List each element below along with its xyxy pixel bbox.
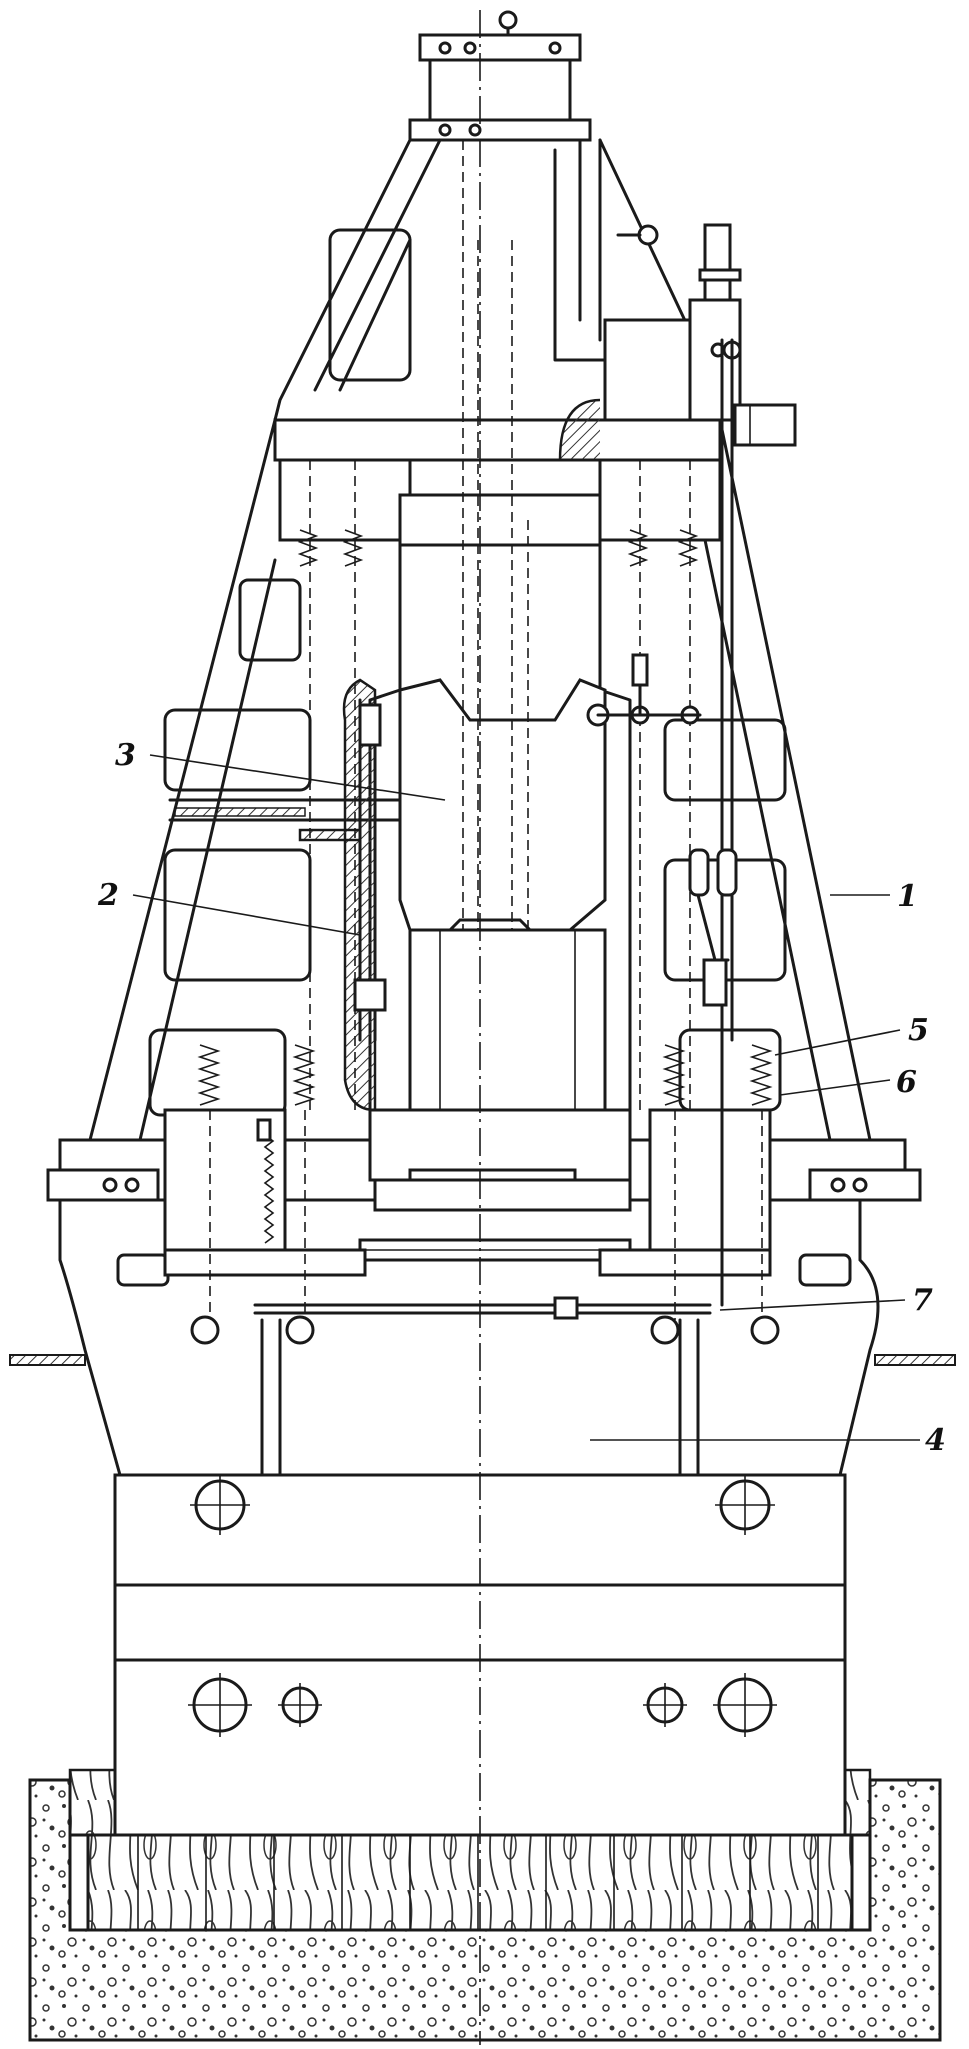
callout-3: 3 — [115, 738, 136, 773]
callout-7: 7 — [912, 1283, 933, 1318]
callout-1: 1 — [897, 879, 918, 914]
ram-assembly — [298, 140, 632, 1262]
callout-6: 6 — [896, 1065, 917, 1100]
cylinder-head — [273, 10, 797, 542]
callout-5: 5 — [908, 1013, 929, 1048]
control-linkage — [253, 338, 738, 1320]
lifting-hole — [715, 1475, 775, 1535]
leader-lines — [132, 754, 920, 1441]
lifting-hole — [190, 1475, 250, 1535]
callout-labels: 1 2 3 4 5 6 7 — [97, 738, 946, 1458]
spring-columns — [163, 460, 780, 1345]
timber-bed — [68, 1768, 872, 1932]
callout-2: 2 — [97, 878, 119, 913]
callout-4: 4 — [925, 1423, 946, 1458]
lifting-hole — [643, 1673, 777, 1737]
lifting-hole — [188, 1673, 322, 1737]
